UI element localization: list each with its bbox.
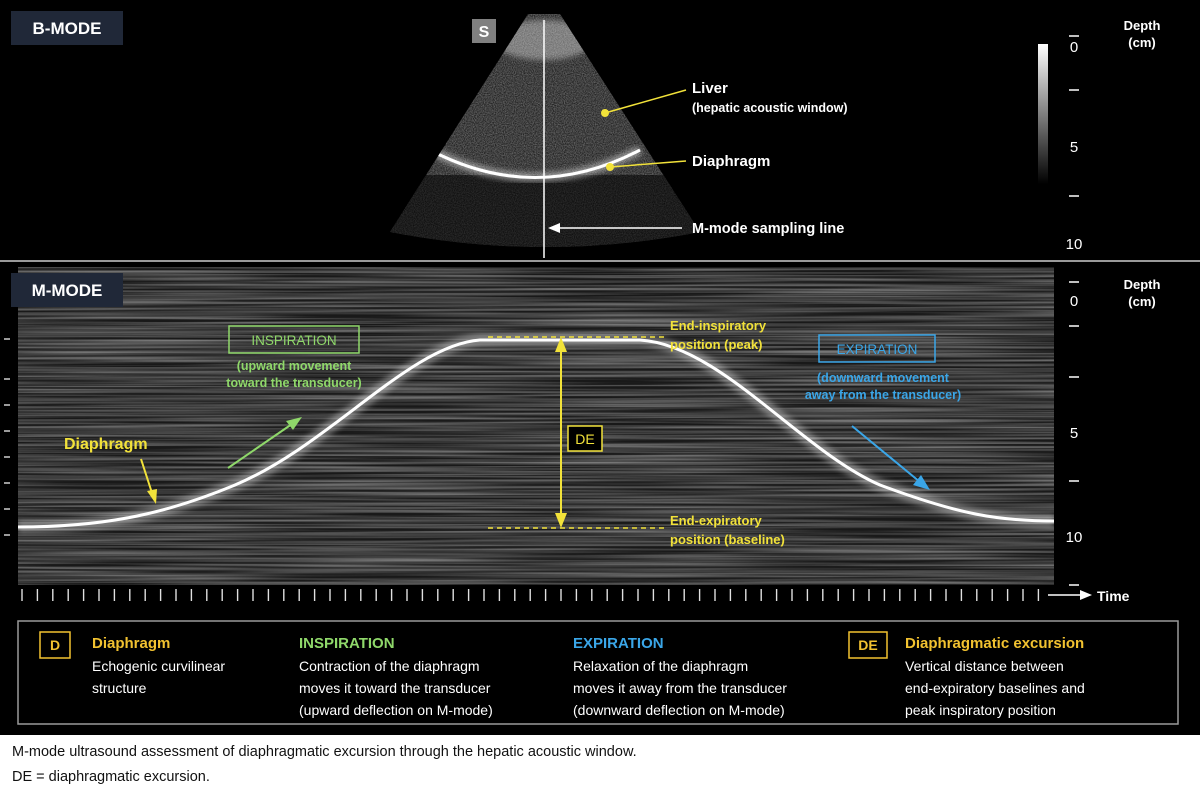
m-diaphragm-arrowhead	[147, 489, 157, 504]
legend-text: end-expiratory baselines and	[905, 680, 1085, 696]
ultrasound-figure: B-MODE S Liver (hepatic acoustic window)…	[0, 0, 1200, 735]
b-depth-grayscale-bar	[1038, 44, 1048, 184]
m-depth-tick-label: 0	[1070, 293, 1078, 310]
de-label-box	[567, 425, 603, 452]
inspiration-arrowhead	[286, 417, 302, 430]
m-diaphragm-label: Diaphragm	[64, 436, 148, 453]
end-expiratory-line1: End-expiratory	[670, 513, 763, 528]
liver-pointer-dot	[601, 109, 609, 117]
sampling-line-arrowhead	[548, 223, 560, 233]
liver-pointer	[604, 89, 687, 114]
de-arrowhead-bottom	[555, 513, 567, 528]
figure-caption-abbreviation: DE = diaphragmatic excursion.	[12, 769, 210, 785]
m-depth-title: Depth	[1124, 277, 1161, 292]
expiration-arrowhead	[913, 475, 930, 490]
b-diaphragm-pointer-dot	[606, 163, 614, 171]
legend-badge-d-text: D	[50, 637, 60, 653]
legend-text: Contraction of the diaphragm	[299, 658, 480, 674]
legend-border	[17, 620, 1179, 725]
legend-title-inspiration: INSPIRATION	[299, 635, 395, 652]
b-depth-tick-label: 5	[1070, 139, 1078, 156]
end-expiratory-line2: position (baseline)	[670, 532, 785, 547]
legend-badge-de	[848, 631, 888, 659]
expiration-line1: (downward movement	[817, 371, 950, 385]
b-diaphragm-label: Diaphragm	[692, 153, 770, 170]
m-diaphragm-trace	[18, 338, 1054, 529]
m-depth-tick-label: 5	[1070, 425, 1078, 442]
end-inspiratory-line1: End-inspiratory	[670, 318, 767, 333]
b-depth-tick-label: 10	[1066, 236, 1083, 253]
legend-text: peak inspiratory position	[905, 702, 1056, 718]
liver-sublabel: (hepatic acoustic window)	[692, 101, 848, 115]
m-left-depth-ticks	[4, 338, 10, 536]
m-depth-unit: (cm)	[1128, 294, 1155, 309]
figure-canvas: B-MODE S Liver (hepatic acoustic window)…	[0, 0, 1200, 725]
inspiration-title: INSPIRATION	[251, 333, 336, 348]
figure-caption: M-mode ultrasound assessment of diaphrag…	[12, 744, 637, 760]
expiration-line2: away from the transducer)	[805, 388, 961, 402]
m-depth-tick-label: 10	[1066, 529, 1083, 546]
m-mode-panel: M-MODE 0 5 10 Depth (cm) Diaphragm INSPI…	[4, 267, 1160, 604]
probe-marker-box	[472, 19, 496, 43]
legend-text: Echogenic curvilinear	[92, 658, 225, 674]
m-mode-label-box	[11, 273, 123, 307]
legend-panel: D Diaphragm Echogenic curvilinear struct…	[17, 620, 1179, 725]
m-mode-label: M-MODE	[32, 281, 103, 300]
expiration-box	[818, 334, 936, 363]
inspiration-box	[228, 325, 360, 354]
b-mode-label: B-MODE	[33, 19, 102, 38]
expiration-arrow	[851, 425, 921, 483]
legend-text: structure	[92, 680, 147, 696]
m-diaphragm-arrow	[140, 458, 153, 494]
b-mode-panel: B-MODE S Liver (hepatic acoustic window)…	[0, 0, 1200, 258]
liver-label: Liver	[692, 80, 728, 97]
inspiration-line1: (upward movement	[237, 359, 352, 373]
time-axis-arrowhead	[1080, 590, 1092, 600]
b-mode-label-box	[11, 11, 123, 45]
legend-text: moves it toward the transducer	[299, 680, 491, 696]
legend-badge-de-text: DE	[858, 637, 877, 653]
b-depth-title: Depth	[1124, 18, 1161, 33]
de-label: DE	[575, 431, 594, 447]
legend-text: Relaxation of the diaphragm	[573, 658, 748, 674]
m-mode-image	[18, 267, 1054, 585]
inspiration-arrow	[227, 423, 293, 469]
legend-text: (upward deflection on M-mode)	[299, 702, 493, 718]
time-axis-label: Time	[1097, 588, 1130, 604]
probe-marker: S	[479, 24, 490, 41]
sampling-line-label: M-mode sampling line	[692, 221, 844, 237]
expiration-title: EXPIRATION	[837, 342, 918, 357]
legend-title-diaphragm: Diaphragm	[92, 635, 170, 652]
end-inspiratory-line2: position (peak)	[670, 337, 762, 352]
de-arrowhead-top	[555, 337, 567, 352]
b-diaphragm-pointer	[609, 160, 687, 168]
legend-title-excursion: Diaphragmatic excursion	[905, 635, 1084, 652]
legend-text: moves it away from the transducer	[573, 680, 787, 696]
legend-text: Vertical distance between	[905, 658, 1064, 674]
legend-title-expiration: EXPIRATION	[573, 635, 664, 652]
b-depth-tick-label: 0	[1070, 39, 1078, 56]
inspiration-line2: toward the transducer)	[226, 376, 361, 390]
time-axis-ticks	[21, 589, 1040, 601]
legend-badge-d	[39, 631, 71, 659]
b-depth-unit: (cm)	[1128, 35, 1155, 50]
legend-text: (downward deflection on M-mode)	[573, 702, 785, 718]
